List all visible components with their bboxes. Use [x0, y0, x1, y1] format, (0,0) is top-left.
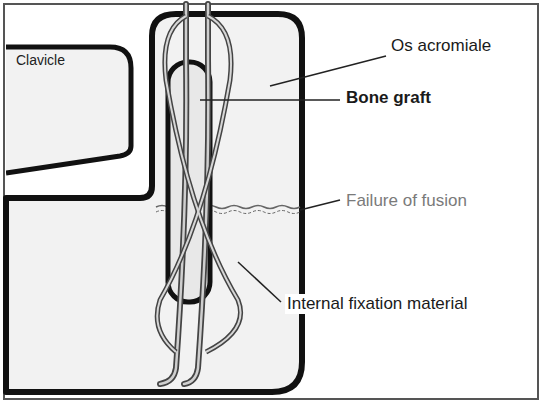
part-label: Os acromiale — [389, 36, 493, 56]
tension-band — [157, 16, 240, 352]
part-label: Bone graft — [344, 88, 433, 108]
part-label: Internal fixation material — [285, 294, 469, 314]
acromion-bone — [6, 14, 302, 392]
bone-name: Clavicle — [6, 44, 134, 76]
tension-band — [157, 16, 240, 352]
frame — [4, 4, 538, 399]
clavicle-bone: Clavicle — [6, 44, 134, 176]
part-label: Failure of fusion — [344, 191, 469, 211]
